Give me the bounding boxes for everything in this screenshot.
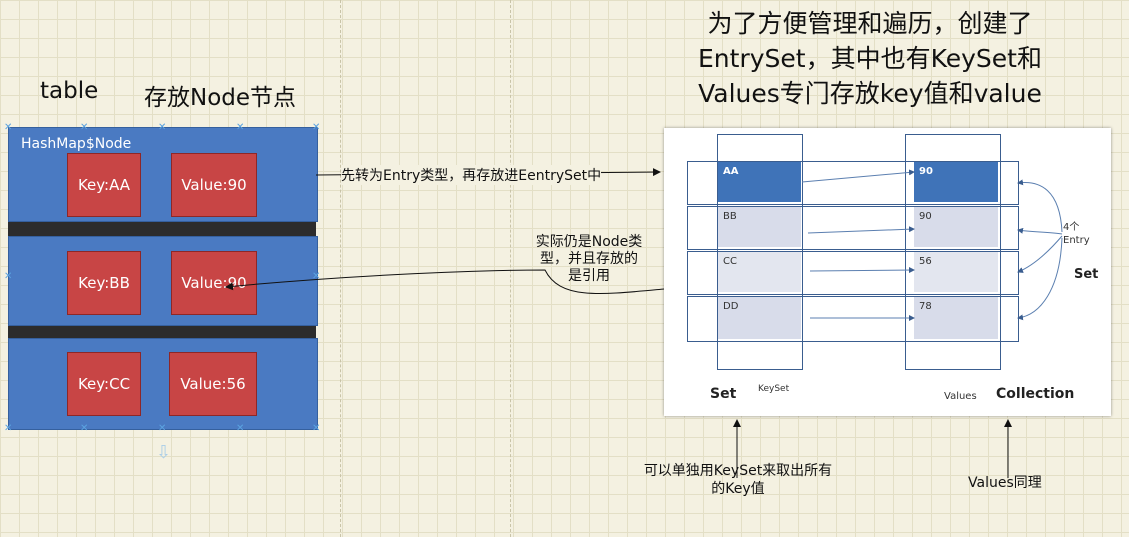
- value-cell: 78: [914, 297, 998, 339]
- entryset-set-label: Set: [1074, 267, 1099, 282]
- node-value: Value:56: [169, 352, 257, 416]
- entry-count-label: 4个 Entry: [1063, 221, 1090, 247]
- selection-handle: ✕: [312, 271, 321, 282]
- keyset-note-line: 的Key值: [711, 481, 765, 497]
- entry-brace: [1017, 237, 1063, 321]
- node-divider: [8, 324, 316, 338]
- still-node-label: 实际仍是Node类 型，并且存放的 是引用: [524, 234, 654, 285]
- guide-line: [510, 0, 511, 537]
- key-cell: AA: [718, 162, 801, 202]
- guide-line: [340, 0, 341, 537]
- reference-arrow: [225, 269, 665, 295]
- node-storage-heading: 存放Node节点: [144, 85, 297, 111]
- node-key: Key:CC: [67, 352, 141, 416]
- values-label: Values: [944, 391, 977, 402]
- node-class-label: HashMap$Node: [21, 136, 132, 152]
- title-line: 为了方便管理和遍历，创建了: [707, 9, 1033, 38]
- node-key: Key:AA: [67, 153, 141, 217]
- keyset-note-line: 可以单独用KeySet来取出所有: [643, 463, 833, 479]
- key-cell: CC: [718, 252, 801, 292]
- entry-brace: [1017, 235, 1063, 273]
- selection-handle: ✕: [80, 122, 89, 133]
- collection-label: Collection: [996, 386, 1075, 402]
- title-line: Values专门存放key值和value: [698, 79, 1042, 108]
- entry-brace: [1017, 179, 1063, 233]
- title-line: EntrySet，其中也有KeySet和: [698, 44, 1042, 73]
- entry-row: [687, 251, 1019, 295]
- key-value-link: [801, 169, 915, 183]
- node-value: Value:90: [171, 153, 257, 217]
- node-key: Key:BB: [67, 251, 141, 315]
- entry-count-line: 4个: [1063, 222, 1080, 233]
- selection-handle: ✕: [158, 122, 167, 133]
- key-cell: DD: [718, 297, 801, 339]
- still-node-line: 是引用: [568, 268, 610, 284]
- keyset-label: KeySet: [758, 384, 790, 394]
- node-row-cc: [8, 338, 318, 430]
- key-cell: BB: [718, 207, 801, 247]
- node-divider: [8, 220, 316, 236]
- keyset-set-label: Set: [710, 386, 737, 402]
- entry-count-line: Entry: [1063, 235, 1090, 246]
- values-note: Values同理: [968, 475, 1042, 491]
- to-entryset-label: 先转为Entry类型，再存放进EentrySet中: [341, 165, 602, 185]
- drag-arrow-icon: ⇩: [156, 442, 172, 463]
- selection-handle: ✕: [236, 122, 245, 133]
- still-node-line: 型，并且存放的: [540, 251, 638, 267]
- selection-handle: ✕: [4, 122, 13, 133]
- value-cell: 90: [914, 162, 998, 202]
- values-column: [905, 134, 1001, 370]
- table-heading: table: [40, 78, 99, 104]
- node-row-bb: [8, 236, 318, 326]
- value-cell: 56: [914, 252, 998, 292]
- key-value-link: [807, 226, 915, 234]
- selection-handle: ✕: [312, 122, 321, 133]
- entryset-panel: AA BB CC DD 90 90 56 78 4个 Entry Set Set…: [664, 128, 1111, 416]
- entry-brace: [1017, 227, 1063, 235]
- selection-handle: ✕: [80, 423, 89, 434]
- still-node-line: 实际仍是Node类: [535, 234, 643, 250]
- node-row-aa: HashMap$Node: [8, 127, 318, 222]
- keyset-column: [717, 134, 803, 370]
- value-cell: 90: [914, 207, 998, 247]
- diagram-title: 为了方便管理和遍历，创建了 EntrySet，其中也有KeySet和 Value…: [690, 6, 1050, 111]
- keyset-note: 可以单独用KeySet来取出所有 的Key值: [618, 462, 858, 498]
- selection-handle: ✕: [236, 423, 245, 434]
- key-value-link: [809, 267, 915, 274]
- selection-handle: ✕: [4, 271, 13, 282]
- selection-handle: ✕: [158, 423, 167, 434]
- selection-handle: ✕: [312, 423, 321, 434]
- selection-handle: ✕: [4, 423, 13, 434]
